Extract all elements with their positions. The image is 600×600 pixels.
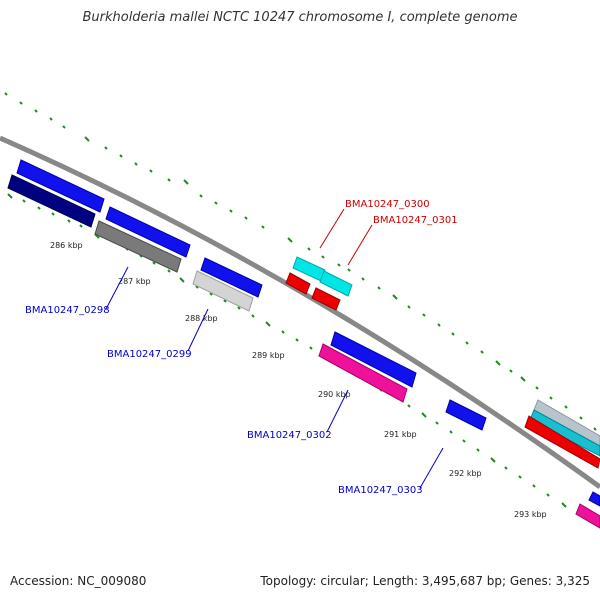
map-title: Burkholderia mallei NCTC 10247 chromosom… [82,10,518,25]
topology-text: Topology: circular; Length: 3,495,687 bp… [260,574,590,588]
tick-label: 292 kbp [449,469,482,478]
gene-arrow-blue[interactable] [445,399,487,431]
gene-arrow-navy[interactable] [7,174,96,228]
gene-arrow-lightgray[interactable] [533,399,600,449]
tick-label: 289 kbp [252,351,285,360]
gene-arrow-red[interactable] [524,415,600,469]
reverse-strand-genes [7,174,600,529]
tick-label: 287 kbp [118,277,151,286]
gene-arrow-cyan[interactable] [529,409,600,457]
tick-label: 290 kbp [318,390,351,399]
gene-arrow-pink[interactable] [318,343,408,403]
gene-arrow-blue[interactable] [16,159,105,213]
tick-labels: 286 kbp 287 kbp 288 kbp 289 kbp 290 kbp … [50,241,547,519]
gene-label-0301[interactable]: BMA10247_0301 [373,215,458,226]
gene-label-0303[interactable]: BMA10247_0303 [338,485,423,496]
gene-arrow-red[interactable] [285,272,311,295]
tick-label: 291 kbp [384,430,417,439]
gene-arrow-cyan[interactable] [319,270,353,297]
tick-label: 293 kbp [514,510,547,519]
gene-label-0298[interactable]: BMA10247_0298 [25,305,110,316]
gene-arrow-lightgray[interactable] [192,270,254,312]
gene-labels: BMA10247_0300 BMA10247_0301 BMA10247_029… [25,199,458,496]
gene-label-0299[interactable]: BMA10247_0299 [107,349,192,360]
chromosome-backbone [0,135,600,490]
accession-text: Accession: NC_009080 [10,574,147,588]
gene-label-0300[interactable]: BMA10247_0300 [345,199,430,210]
gene-label-0302[interactable]: BMA10247_0302 [247,430,332,441]
inner-tick-track [7,193,567,508]
tick-label: 286 kbp [50,241,83,250]
outer-tick-track [4,92,597,431]
gene-arrow-blue[interactable] [588,491,600,507]
gene-arrow-blue[interactable] [330,331,417,388]
tick-label: 288 kbp [185,314,218,323]
gene-arrow-pink[interactable] [575,503,600,529]
forward-strand-genes [16,159,600,457]
label-leader-lines [105,208,444,489]
gene-arrow-gray[interactable] [94,220,182,273]
gene-arrow-blue[interactable] [105,206,191,258]
gene-arrow-blue[interactable] [200,257,263,298]
gene-arrow-red[interactable] [311,287,341,311]
